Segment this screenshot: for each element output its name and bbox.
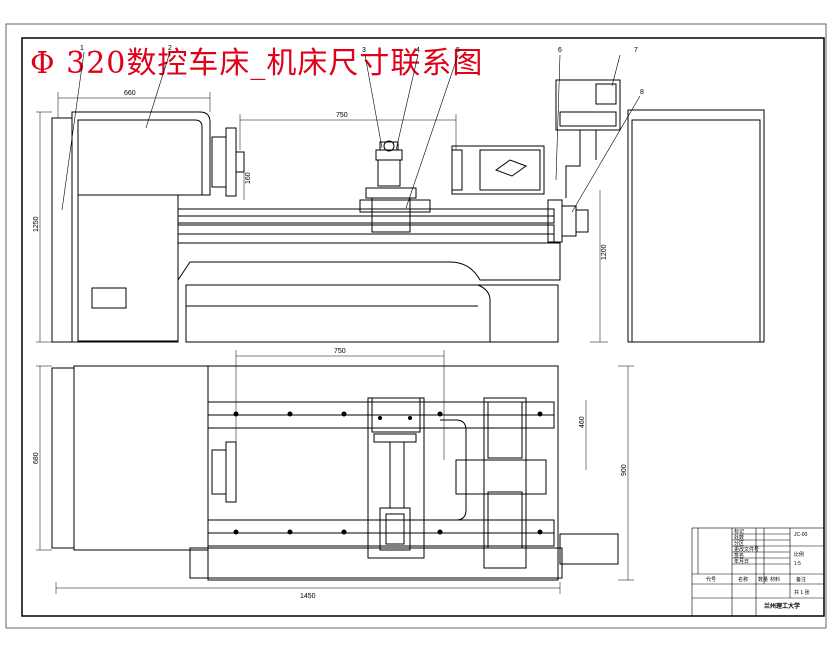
title-block-row: 更改文件号 (734, 546, 759, 553)
dim-overall-length: 1450 (300, 593, 316, 600)
part-label: 5 (456, 47, 460, 54)
outer-frame (5, 23, 827, 629)
dim-right-height: 1200 (601, 244, 608, 260)
title-block-row: 分区 (734, 540, 744, 547)
title-block-row: 签名 (734, 552, 744, 559)
dim-travel-plan: 750 (334, 348, 346, 355)
part-label: 7 (634, 47, 638, 54)
title-block-school: 兰州理工大学 (764, 602, 800, 610)
title-block-label: 数量 (758, 576, 768, 583)
title-block-label: 代号 (706, 576, 716, 583)
title-block-scale-label: 比例 (794, 551, 804, 558)
title-block (691, 527, 825, 617)
plan-view (51, 365, 619, 581)
part-label: 1 (80, 45, 84, 52)
title-block-drawing-no: JC-00 (794, 532, 808, 538)
dimension-lines-front (36, 92, 608, 343)
part-label: 2 (168, 45, 172, 52)
dim-center-height: 160 (245, 172, 252, 184)
title-block-sheet: 共 1 张 (794, 589, 810, 596)
title-block-row: 年月日 (734, 558, 749, 565)
dim-cross-travel: 460 (579, 416, 586, 428)
dim-overall-height: 1250 (33, 216, 40, 232)
dim-travel-top: 750 (336, 112, 348, 119)
front-view (51, 79, 765, 343)
leader-lines (61, 51, 641, 213)
part-label: 8 (640, 89, 644, 96)
part-label: 3 (362, 47, 366, 54)
dim-plan-width-right: 900 (621, 464, 628, 476)
plan-bolts (233, 411, 543, 535)
dim-headstock-width: 660 (124, 90, 136, 97)
title-block-row: 处数 (734, 534, 744, 541)
title-block-label: 备注 (796, 576, 806, 583)
sheet-frame (21, 37, 825, 617)
dimension-lines-plan (36, 350, 634, 594)
drawing-title: Φ 320数控车床_机床尺寸联系图 (30, 46, 484, 81)
title-block-label: 名称 (738, 576, 748, 583)
dim-plan-depth: 680 (33, 452, 40, 464)
part-label: 6 (558, 47, 562, 54)
title-block-row: 标记 (734, 528, 744, 535)
part-label: 4 (416, 47, 420, 54)
title-block-scale: 1:5 (794, 561, 801, 567)
title-block-label: 材料 (770, 576, 780, 583)
